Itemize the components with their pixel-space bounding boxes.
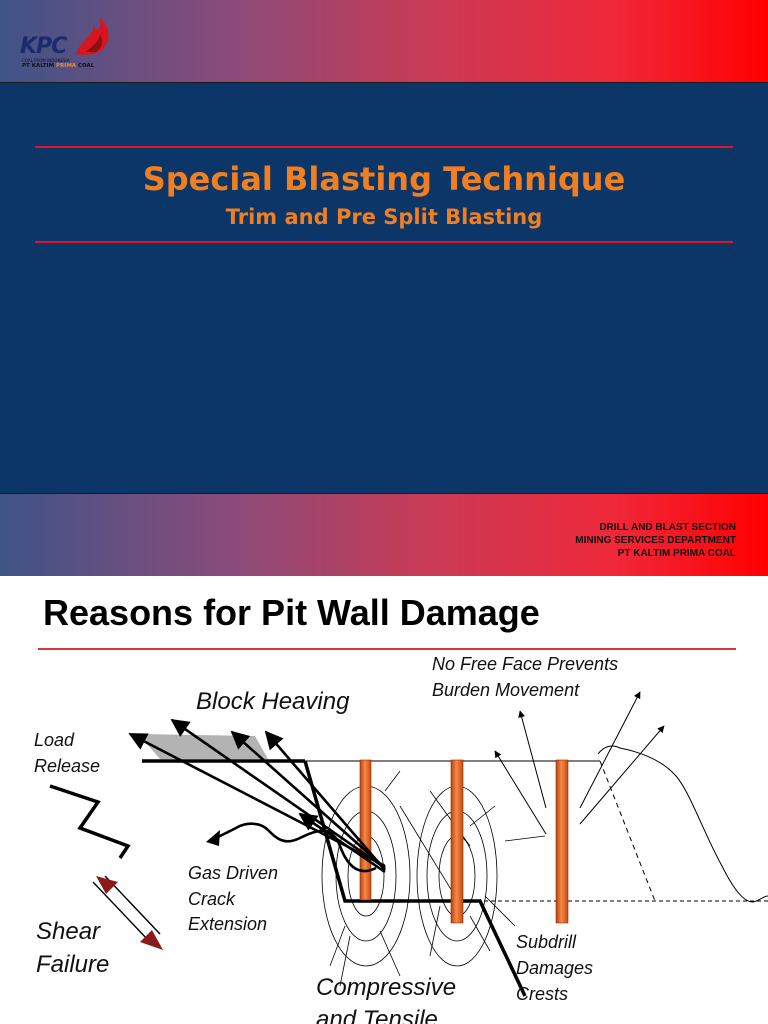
heave-arrows [128, 718, 386, 874]
label-subdrill: Subdrill [516, 932, 577, 952]
label-release: Release [34, 756, 101, 776]
label-damages: Damages [516, 958, 594, 978]
label-compressive: Compressive [316, 974, 457, 1001]
footer-band: DRILL AND BLAST SECTION MINING SERVICES … [0, 493, 768, 576]
department-block: DRILL AND BLAST SECTION MINING SERVICES … [575, 521, 736, 560]
department-line: MINING SERVICES DEPARTMENT [575, 535, 736, 546]
kpc-logo: KPC COAL FROM INDONESIA PT KALTIM PRIMA … [18, 14, 114, 70]
slide-subtitle: Trim and Pre Split Blasting [225, 205, 543, 229]
label-crests: Crests [516, 984, 569, 1004]
department-line: PT KALTIM PRIMA COAL [617, 548, 736, 559]
burden-arrows [494, 691, 665, 835]
slide-title: Reasons for Pit Wall Damage [43, 592, 540, 633]
gas-crack-arrow [211, 822, 377, 873]
shear-arrowhead-2 [140, 930, 163, 950]
pit-wall-damage-diagram [49, 691, 768, 997]
muckpile-curve [597, 745, 768, 903]
logo-mark: KPC [20, 34, 67, 59]
label-burden-movement: Burden Movement [432, 680, 580, 700]
gas-crack-arrowhead [206, 830, 220, 846]
pit-wall-damage-slide: Reasons for Pit Wall Damage [0, 576, 768, 1024]
blasthole-1 [359, 759, 372, 901]
load-release-zigzag [49, 784, 131, 859]
label-no-free-face: No Free Face Prevents [432, 654, 619, 674]
label-crack: Crack [188, 889, 236, 909]
logo-tagline: COAL FROM INDONESIA [22, 58, 70, 63]
slide-title: Special Blasting Technique [142, 160, 626, 198]
header-band: KPC COAL FROM INDONESIA PT KALTIM PRIMA … [0, 0, 768, 83]
label-failure: Failure [36, 951, 110, 978]
blasthole-2 [450, 759, 464, 924]
label-gas-driven: Gas Driven [188, 863, 279, 883]
label-and-tensile: and Tensile [316, 1006, 438, 1024]
logo-company-name: PT KALTIM PRIMA COAL [22, 63, 95, 69]
muckpile-dash [599, 760, 656, 902]
label-extension: Extension [188, 914, 268, 934]
title-rule-bottom [35, 241, 733, 243]
flame-icon [76, 18, 109, 55]
title-slide: KPC COAL FROM INDONESIA PT KALTIM PRIMA … [0, 0, 768, 576]
title-rule-top [35, 146, 733, 148]
department-line: DRILL AND BLAST SECTION [599, 522, 736, 533]
label-load: Load [34, 730, 75, 750]
label-shear: Shear [36, 918, 101, 945]
shear-line-1 [92, 881, 149, 941]
blasthole-3 [555, 759, 569, 924]
crack-lines [329, 770, 546, 987]
label-block-heaving: Block Heaving [196, 688, 350, 715]
title-rule [38, 648, 736, 650]
shear-arrowhead-1 [96, 876, 118, 894]
pit-wall-profile [303, 760, 527, 997]
